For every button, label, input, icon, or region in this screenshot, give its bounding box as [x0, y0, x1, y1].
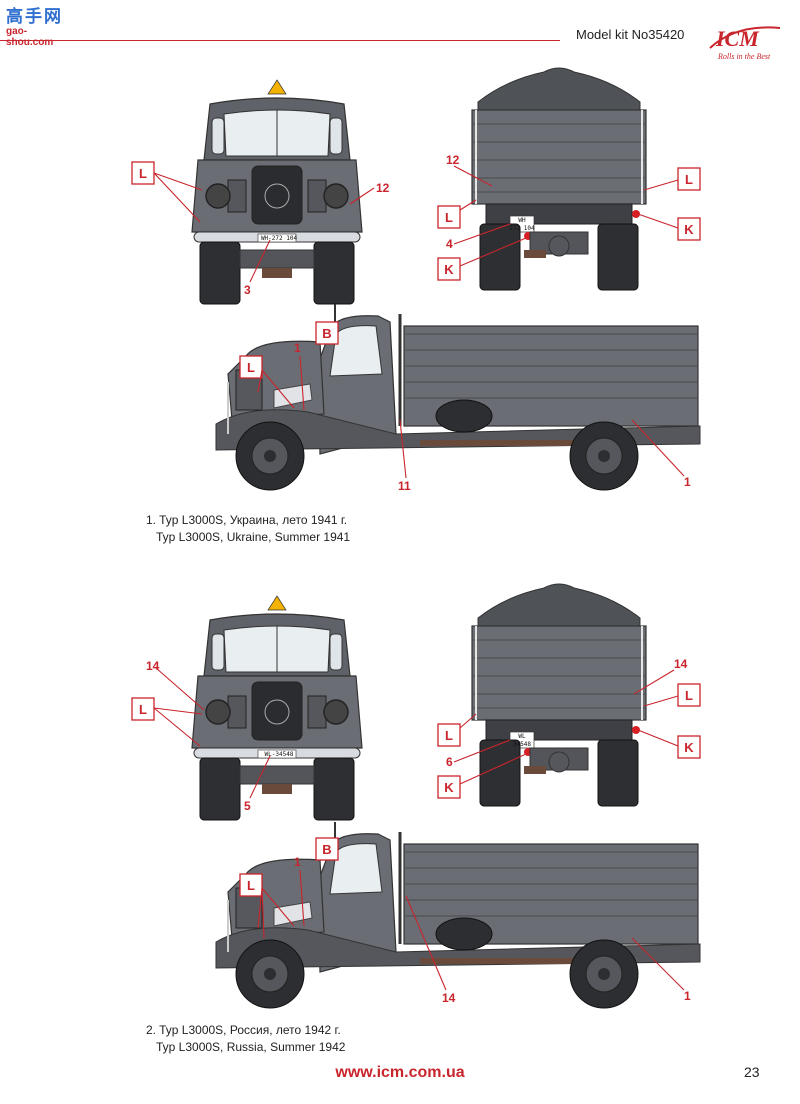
- svg-text:L: L: [139, 702, 147, 717]
- v2-rear-plate-top: WL: [518, 733, 526, 740]
- svg-text:L: L: [247, 360, 255, 375]
- caption-vehicle-1: 1. Typ L3000S, Украина, лето 1941 г. Typ…: [146, 512, 350, 546]
- svg-text:L: L: [685, 688, 693, 703]
- svg-text:B: B: [322, 842, 331, 857]
- brand-name: ICM: [716, 26, 759, 51]
- v2-side-view: B L 1 14 1: [214, 820, 702, 1010]
- callout-L-v2-rear-right: L: [643, 683, 701, 707]
- footer-url[interactable]: www.icm.com.ua: [335, 1064, 465, 1081]
- caption-v1-ru: 1. Typ L3000S, Украина, лето 1941 г.: [146, 513, 348, 527]
- kit-number: Model kit No35420: [576, 27, 685, 42]
- svg-text:K: K: [684, 740, 694, 755]
- svg-text:L: L: [445, 210, 453, 225]
- svg-text:K: K: [444, 780, 454, 795]
- callout-L-v2-front: L: [131, 697, 203, 747]
- v1-front-plate: WH-272 104: [261, 235, 298, 242]
- v2-front-plate: WL-34548: [265, 751, 294, 758]
- watermark: 高手网 gao-shou.com: [6, 7, 72, 48]
- callout-L-rear-right: L: [643, 167, 701, 191]
- callout-L-v2-side: L: [239, 873, 295, 939]
- logo-swoosh-icon: [709, 26, 781, 49]
- header-rule: [0, 40, 560, 41]
- v1-rear-plate-top: WH: [518, 217, 526, 224]
- callout-L-v2-rear-left: L: [437, 713, 477, 747]
- callout-4: 4: [446, 237, 453, 251]
- v2-front-view: WL-34548 14 L 5: [131, 595, 363, 821]
- callout-K-v2-rear-right: K: [637, 729, 701, 759]
- v1-front-view: WH-272 104 L 12 3: [131, 79, 390, 305]
- callout-L-rear-left: L: [437, 199, 477, 229]
- callout-3: 3: [244, 283, 251, 297]
- callout-1-front: 1: [294, 341, 301, 355]
- callout-B-v2: B: [315, 837, 339, 861]
- callout-12-rear: 12: [446, 153, 460, 167]
- caption-vehicle-2: 2. Typ L3000S, Россия, лето 1942 г. Typ …: [146, 1022, 345, 1056]
- v1-rear-view: WH 272 104 12 L 4 K L K: [437, 67, 701, 291]
- v2-rear-plate-bottom: 34548: [513, 741, 531, 748]
- v2-rear-view: WL 34548 14 L 6 K L K: [437, 583, 701, 807]
- svg-text:K: K: [684, 222, 694, 237]
- callout-K-rear-left: K: [437, 237, 527, 281]
- svg-text:L: L: [445, 728, 453, 743]
- callout-14-front: 14: [146, 659, 160, 673]
- callout-6: 6: [446, 755, 453, 769]
- callout-L: L: [131, 161, 203, 223]
- svg-text:L: L: [247, 878, 255, 893]
- callout-5: 5: [244, 799, 251, 813]
- callout-K-rear-right: K: [637, 213, 701, 241]
- callout-B: B: [315, 321, 339, 345]
- callout-1-v2-front: 1: [294, 855, 301, 869]
- v1-rear-plate-bottom: 272 104: [509, 225, 535, 232]
- watermark-text: 高手网: [6, 7, 63, 27]
- page-number: 23: [744, 1064, 760, 1080]
- svg-text:L: L: [685, 172, 693, 187]
- brand-tagline: Rolls in the Best: [718, 52, 771, 61]
- caption-v2-en: Typ L3000S, Russia, Summer 1942: [156, 1040, 346, 1054]
- callout-1-v2-rear: 1: [684, 989, 691, 1003]
- callout-K-v2-rear-left: K: [437, 753, 527, 799]
- callout-14-rear: 14: [674, 657, 688, 671]
- svg-text:L: L: [139, 166, 147, 181]
- caption-v1-en: Typ L3000S, Ukraine, Summer 1941: [156, 530, 351, 544]
- svg-text:B: B: [322, 326, 331, 341]
- caption-v2-ru: 2. Typ L3000S, Россия, лето 1942 г.: [146, 1023, 341, 1037]
- callout-11: 11: [398, 479, 411, 493]
- svg-text:K: K: [444, 262, 454, 277]
- v1-side-view: B L 1 11 1: [214, 302, 702, 493]
- watermark-site: gao-shou.com: [6, 26, 54, 48]
- callout-14-side: 14: [442, 991, 456, 1005]
- callout-12: 12: [376, 181, 390, 195]
- callout-L-side: L: [239, 355, 295, 409]
- callout-1-rear: 1: [684, 475, 691, 489]
- icm-logo: ICM Rolls in the Best: [706, 18, 784, 64]
